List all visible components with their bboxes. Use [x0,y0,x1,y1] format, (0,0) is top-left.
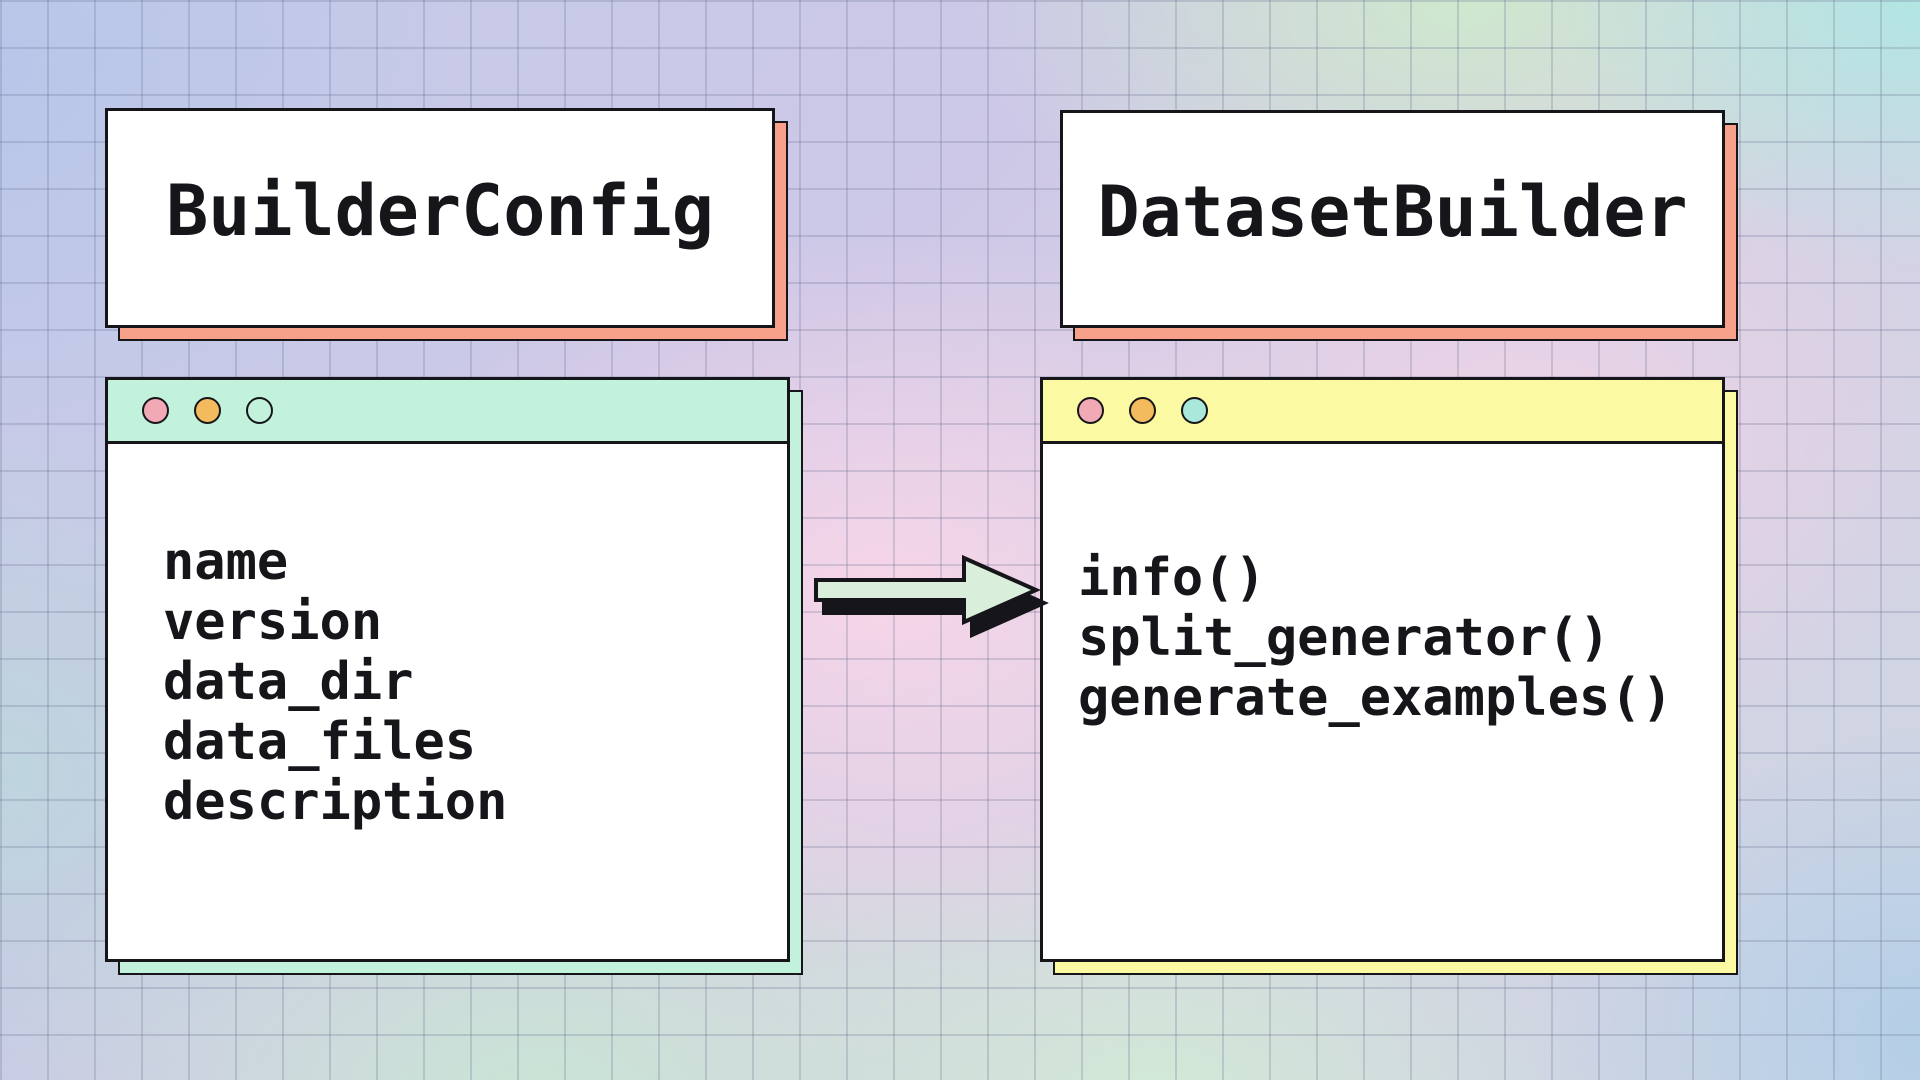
datasetbuilder-window-titlebar [1043,380,1722,444]
window-close-icon [142,397,169,424]
code-line: version [163,592,383,652]
builderconfig-window-titlebar [108,380,787,444]
window-minimize-icon [1129,397,1156,424]
datasetbuilder-window: info()split_generator()generate_examples… [1040,377,1738,975]
code-line: info() [1078,548,1266,608]
window-maximize-icon [246,397,273,424]
window-close-icon [1077,397,1104,424]
code-line: generate_examples() [1078,668,1673,728]
builderconfig-title-card: BuilderConfig [105,108,788,341]
code-line: data_files [163,712,477,772]
datasetbuilder-method-list: info()split_generator()generate_examples… [1043,444,1722,728]
datasetbuilder-title: DatasetBuilder [1097,171,1688,253]
code-line: description [163,772,508,832]
window-minimize-icon [194,397,221,424]
builderconfig-title: BuilderConfig [166,170,714,252]
code-line: split_generator() [1078,608,1611,668]
datasetbuilder-title-card: DatasetBuilder [1060,110,1738,341]
window-maximize-icon [1181,397,1208,424]
right-arrow-icon [812,538,1052,650]
code-line: name [163,532,289,592]
code-line: data_dir [163,652,414,712]
